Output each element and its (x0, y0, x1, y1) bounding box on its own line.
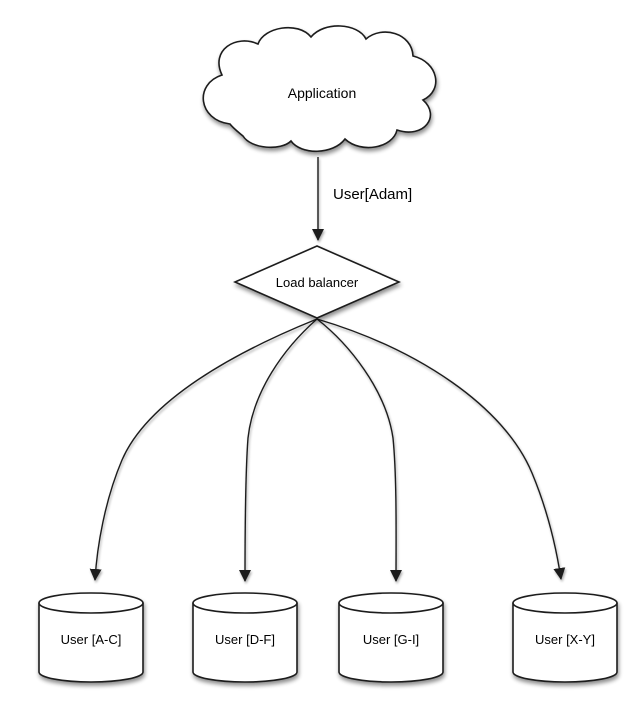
shard-a-c-cylinder-shape (38, 592, 144, 683)
shard-d-f-node-label: User [D-F] (215, 632, 275, 647)
edge-load-balancer-to-shard-x-y (316, 318, 566, 580)
shard-x-y-cylinder-shape (512, 592, 618, 683)
edge-load-balancer-to-shard-d-f (239, 318, 318, 582)
application-cloud-shape (202, 25, 437, 152)
shard-g-i-node-label: User [G-I] (362, 632, 420, 647)
shard-a-c-node-label: User [A-C] (60, 632, 122, 647)
load-balancer-node-label: Load balancer (275, 275, 359, 290)
load-balancer-diamond-shape (233, 245, 401, 319)
shard-x-y-node-label: User [X-Y] (535, 632, 595, 647)
shard-d-f-cylinder-shape (192, 592, 298, 683)
edge-load-balancer-to-shard-a-c (89, 318, 318, 581)
application-node-label: Application (287, 85, 357, 101)
shard-g-i-cylinder-shape (338, 592, 444, 683)
edge-layer (89, 157, 566, 582)
edge-user-adam-label: User[Adam] (333, 186, 413, 203)
edge-load-balancer-to-shard-g-i (316, 318, 403, 582)
